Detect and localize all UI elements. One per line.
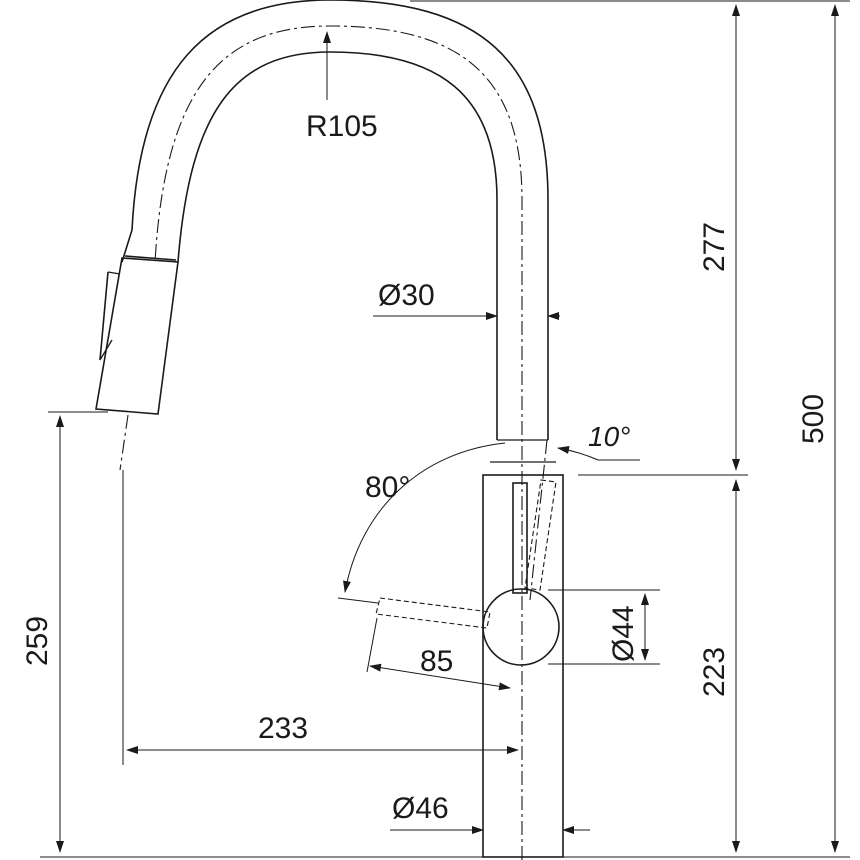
- spray-head-seam: [124, 255, 177, 261]
- handle-diameter-label: Ø44: [607, 605, 640, 662]
- spray-head-button: [99, 271, 109, 361]
- lower-height-label: 223: [698, 647, 731, 697]
- reach-label: 233: [258, 712, 308, 745]
- faucet-base: [482, 474, 564, 858]
- base-diameter-label: Ø46: [392, 792, 449, 825]
- radius-label: R105: [306, 110, 378, 143]
- dimension-labels: R105 Ø30 277 500 223 10° 80° Ø44 85 233 …: [21, 110, 830, 825]
- upper-height-label: 277: [698, 222, 731, 272]
- handle-lever-tilted: [524, 479, 557, 591]
- spout-inner-curve: [177, 51, 498, 440]
- spout-diameter-label: Ø30: [378, 279, 435, 312]
- center-lines: [119, 25, 548, 860]
- spout-outer-curve: [121, 0, 549, 440]
- handle-lever: [512, 482, 528, 594]
- handle-lever-swung: [375, 597, 491, 629]
- dimension-lines: [40, 0, 850, 858]
- spray-head: [95, 257, 179, 415]
- handle-knob: [482, 588, 560, 666]
- handle-tilt-label: 10°: [588, 421, 630, 452]
- spout-height-label: 259: [21, 616, 54, 666]
- total-height-label: 500: [797, 394, 830, 444]
- handle-length-label: 85: [420, 645, 453, 678]
- handle-swing-label: 80°: [365, 471, 410, 504]
